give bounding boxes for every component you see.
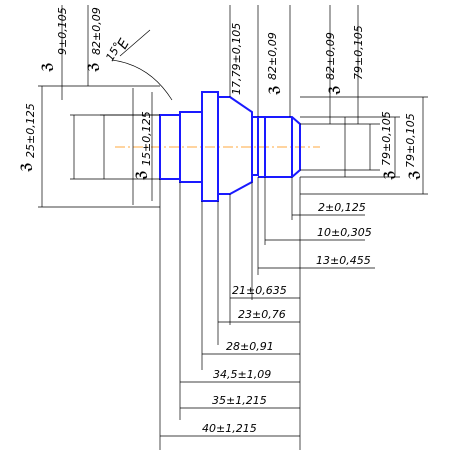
svg-text:ℨ: ℨ bbox=[134, 170, 149, 181]
svg-text:ℨ: ℨ bbox=[267, 85, 282, 96]
dia-79-right-b: 79±0,105 bbox=[404, 113, 417, 168]
dim-21: 21±0,635 bbox=[232, 284, 287, 297]
dim-10: 10±0,305 bbox=[317, 226, 372, 239]
dim-23: 23±0,76 bbox=[238, 308, 286, 321]
svg-text:ℨ: ℨ bbox=[40, 62, 55, 73]
extension-lines bbox=[38, 5, 428, 450]
dia-79-right-a: 79±0,105 bbox=[380, 111, 393, 166]
dia-79-top: 79±0,105 bbox=[352, 25, 365, 80]
dim-34-5: 34,5±1,09 bbox=[213, 368, 271, 381]
svg-text:ℨ: ℨ bbox=[327, 85, 342, 96]
dia-9: 9±0,105 bbox=[56, 7, 69, 55]
chamfer-annotation: 15° E bbox=[103, 29, 151, 64]
dia-15: 15±0,125 bbox=[140, 111, 153, 166]
diameter-symbols: ℨ ℨ ℨ ℨ ℨ ℨ ℨ ℨ bbox=[19, 62, 422, 181]
dia-17-79: 17,79±0,105 bbox=[230, 23, 243, 95]
dim-2: 2±0,125 bbox=[318, 201, 366, 214]
linear-dimension-lines bbox=[160, 214, 375, 437]
part-outline bbox=[159, 91, 301, 202]
svg-text:ℨ: ℨ bbox=[19, 162, 34, 173]
dim-13: 13±0,455 bbox=[316, 254, 371, 267]
svg-text:ℨ: ℨ bbox=[407, 170, 422, 181]
diameter-dimension-labels: 9±0,105 82±0,09 17,79±0,105 82±0,09 82±0… bbox=[24, 7, 417, 168]
dia-82-b: 82±0,09 bbox=[266, 32, 279, 80]
dim-35: 35±1,215 bbox=[212, 394, 267, 407]
dim-28: 28±0,91 bbox=[226, 340, 274, 353]
dia-82-a: 82±0,09 bbox=[90, 7, 103, 55]
dia-25: 25±0,125 bbox=[24, 103, 37, 158]
svg-text:ℨ: ℨ bbox=[382, 170, 397, 181]
linear-dimension-labels: 2±0,125 10±0,305 13±0,455 21±0,635 23±0,… bbox=[202, 201, 372, 435]
dim-40: 40±1,215 bbox=[202, 422, 257, 435]
svg-text:ℨ: ℨ bbox=[86, 62, 101, 73]
dia-82-c: 82±0,09 bbox=[324, 32, 337, 80]
